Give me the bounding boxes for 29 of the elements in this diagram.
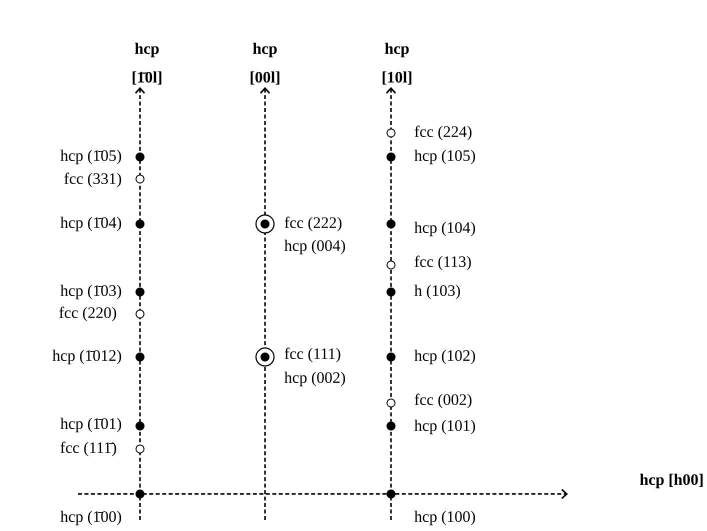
- reflection-label: hcp (004): [284, 240, 346, 254]
- reflection-label: fcc (113): [414, 256, 471, 270]
- reflection-label: hcp (1̄00): [60, 510, 122, 526]
- reflection-label: hcp (104): [414, 222, 476, 236]
- reflection-label: hcp (1̄01): [60, 418, 122, 432]
- reflection-label: fcc (220): [59, 306, 116, 322]
- reflection-label: fcc (002): [414, 394, 472, 408]
- reflection-label: hcp (002): [284, 372, 346, 386]
- axis-label: [10l]: [382, 71, 412, 85]
- reflection-label: hcp (1̄03): [60, 284, 122, 300]
- reflection-label: hcp (100): [414, 510, 476, 526]
- axis-label: hcp [h00]: [640, 474, 703, 488]
- axis-label: [1̄0l]: [132, 71, 162, 85]
- reflection-label: fcc (111̄): [60, 442, 116, 456]
- reflection-label: hcp (1̄012): [52, 350, 122, 364]
- reflection-label: fcc (111): [284, 348, 340, 362]
- reflection-label: fcc (222): [284, 216, 342, 232]
- axis-label: hcp: [135, 42, 159, 58]
- reflection-label: hcp (105): [414, 150, 476, 164]
- axis-label: hcp: [385, 42, 409, 58]
- reflection-label: hcp (1̄05): [60, 150, 122, 164]
- reflection-label: hcp (102): [414, 350, 476, 364]
- reflection-label: h (103): [414, 284, 460, 300]
- reflection-label: hcp (1̄04): [60, 216, 122, 232]
- reflection-label: fcc (331): [64, 172, 122, 188]
- axis-label: hcp: [253, 42, 277, 58]
- reflection-label: fcc (224): [414, 126, 472, 140]
- reflection-label: hcp (101): [414, 420, 476, 434]
- axis-label: [00l]: [250, 71, 280, 85]
